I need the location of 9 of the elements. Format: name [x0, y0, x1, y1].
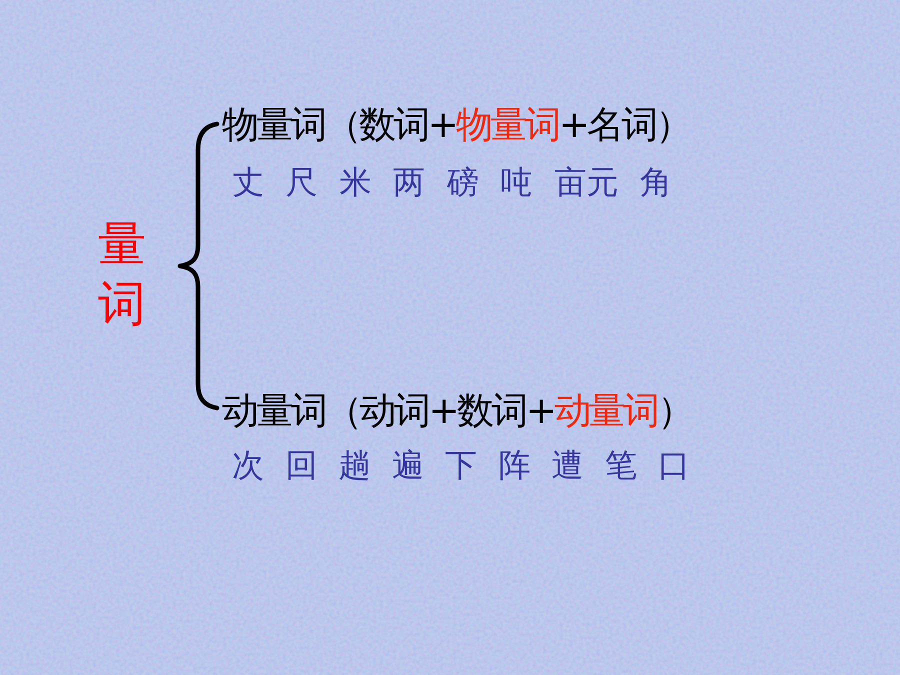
highlighted-term: 物量词 [456, 106, 559, 143]
heading-text: 动量词（动词+数词+ [222, 392, 554, 429]
example-words: 次 回 趟 遍 下 阵 遭 笔 口 [232, 449, 690, 481]
heading-text: +名词） [558, 106, 690, 143]
example-words: 丈 尺 米 两 磅 吨 亩元 角 [232, 166, 672, 198]
highlighted-term: 动量词 [554, 392, 658, 429]
heading-text: ） [658, 392, 692, 429]
heading-text: 物量词（数词+ [222, 106, 456, 143]
topic-title: 量词 [98, 215, 146, 334]
